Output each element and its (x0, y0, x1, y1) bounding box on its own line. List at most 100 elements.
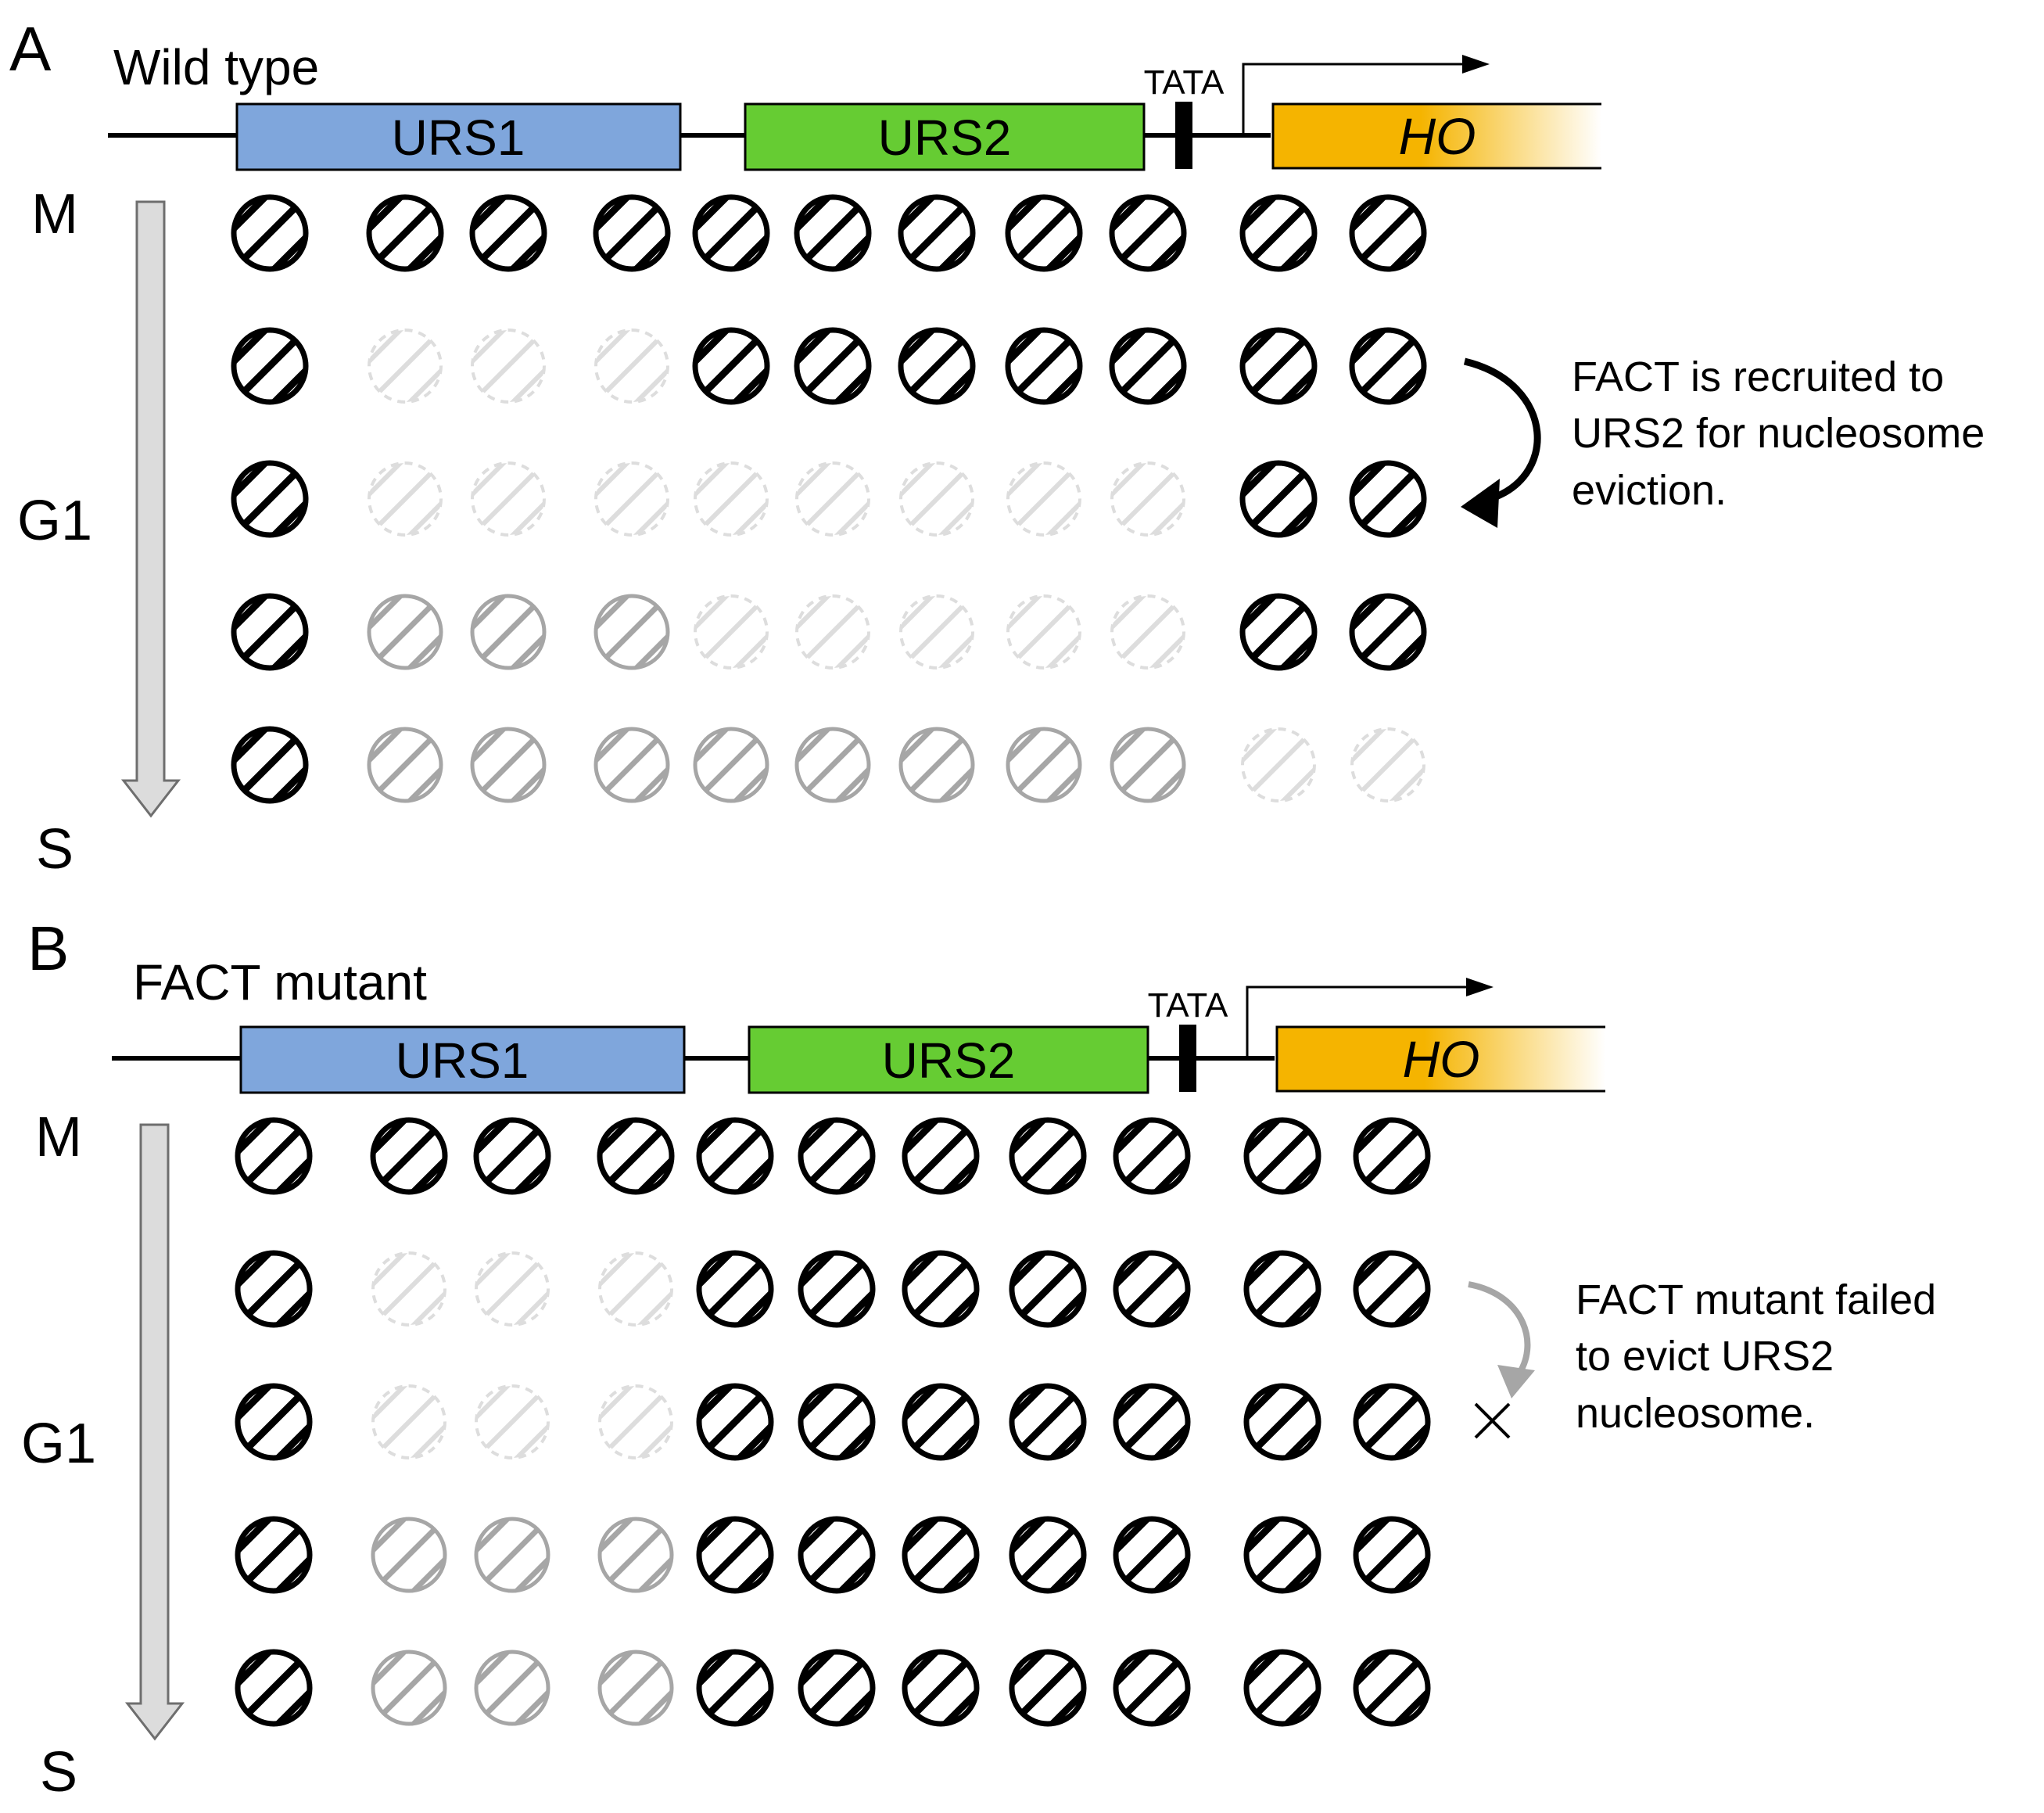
nucleosome-icon (798, 1383, 876, 1461)
nucleosome-icon (593, 727, 670, 803)
urs1-label: URS1 (396, 1032, 529, 1089)
nucleosome-icon (1353, 1117, 1431, 1195)
nucleosome-icon (1113, 1117, 1191, 1195)
nucleosome-icon (1350, 727, 1425, 802)
panel-title: FACT mutant (133, 954, 427, 1011)
nucleosome-icon (1009, 1117, 1087, 1195)
nucleosome-icon (235, 1117, 313, 1195)
nucleosome-icon (473, 1117, 551, 1195)
nucleosome-icon (694, 461, 769, 537)
nucleosome-icon (1006, 727, 1082, 803)
nucleosome-icon (692, 327, 770, 405)
nucleosome-icon (899, 461, 974, 537)
nucleosome-icon (1243, 1383, 1321, 1461)
nucleosome-icon (594, 328, 669, 404)
nucleosome-icon (794, 727, 871, 803)
panel-a: A Wild type URS1 URS2 TATA HO M G1 S (9, 14, 1985, 881)
nucleosome-icon (471, 328, 546, 404)
phase-label-m: M (31, 183, 78, 246)
nucleosome-icon (231, 194, 309, 272)
nucleosome-icon (798, 1250, 876, 1328)
nucleosome-icon (1241, 727, 1316, 802)
nucleosome-icon (1353, 1516, 1431, 1594)
urs2-label: URS2 (882, 1032, 1016, 1089)
nucleosome-icon (902, 1250, 980, 1328)
nucleosome-icon (1113, 1516, 1191, 1594)
nucleosome-icon (371, 1650, 447, 1726)
nucleosome-icon (231, 593, 309, 671)
urs1-label: URS1 (392, 109, 525, 166)
nucleosome-icon (598, 1384, 673, 1459)
nucleosome-icon (1113, 1649, 1191, 1727)
nucleosome-icon (1353, 1250, 1431, 1328)
nucleosome-icon (1110, 594, 1185, 670)
nucleosome-grid (235, 1117, 1431, 1727)
nucleosome-icon (696, 1383, 774, 1461)
nucleosome-icon (1005, 327, 1083, 405)
nucleosome-icon (1353, 1383, 1431, 1461)
nucleosome-icon (235, 1516, 313, 1594)
nucleosome-icon (235, 1250, 313, 1328)
nucleosome-icon (795, 461, 870, 537)
nucleosome-icon (902, 1383, 980, 1461)
nucleosome-icon (368, 461, 443, 537)
down-arrow-icon (120, 200, 181, 818)
nucleosome-icon (475, 1384, 550, 1459)
nucleosome-icon (367, 727, 443, 803)
urs2-box (748, 1025, 1149, 1094)
nucleosome-icon (1239, 194, 1318, 272)
nucleosome-icon (598, 1251, 673, 1327)
annotation-text: FACT is recruited to URS2 for nucleosome… (1572, 354, 1985, 514)
tata-box (1175, 102, 1192, 169)
nucleosome-icon (594, 461, 669, 537)
nucleosome-icon (1005, 194, 1083, 272)
urs2-label: URS2 (878, 109, 1012, 166)
urs1-box (235, 102, 682, 171)
nucleosome-grid (231, 194, 1427, 804)
nucleosome-icon (1006, 594, 1081, 670)
phase-label-g1: G1 (21, 1413, 96, 1475)
nucleosome-icon (1113, 1383, 1191, 1461)
nucleosome-icon (1243, 1516, 1321, 1594)
nucleosome-icon (1239, 327, 1318, 405)
nucleosome-icon (593, 594, 670, 670)
nucleosome-icon (1009, 1383, 1087, 1461)
nucleosome-icon (231, 726, 309, 804)
nucleosome-icon (231, 327, 309, 405)
gene-locus: URS1 URS2 TATA HO (108, 55, 1601, 171)
nucleosome-icon (235, 1383, 313, 1461)
eviction-arrow-icon (1461, 357, 1541, 528)
nucleosome-icon (798, 1516, 876, 1594)
panel-letter: B (27, 914, 69, 983)
nucleosome-icon (1109, 194, 1187, 272)
nucleosome-icon (470, 594, 547, 670)
nucleosome-icon (898, 194, 976, 272)
nucleosome-icon (696, 1117, 774, 1195)
nucleosome-icon (1349, 460, 1427, 538)
nucleosome-icon (902, 1649, 980, 1727)
nucleosome-icon (475, 1251, 550, 1327)
down-arrow-icon (124, 1123, 185, 1741)
nucleosome-icon (368, 328, 443, 404)
nucleosome-icon (694, 594, 769, 670)
nucleosome-icon (1243, 1250, 1321, 1328)
failed-eviction-arrow-icon (1468, 1281, 1535, 1398)
nucleosome-icon (1349, 194, 1427, 272)
nucleosome-icon (474, 1517, 550, 1593)
ho-gene-box (1273, 104, 1601, 168)
nucleosome-icon (367, 594, 443, 670)
nucleosome-icon (898, 327, 976, 405)
ho-gene-outline (1275, 1025, 1605, 1093)
nucleosome-icon (794, 194, 872, 272)
nucleosome-icon (371, 1251, 446, 1327)
nucleosome-icon (366, 194, 444, 272)
annotation-text: FACT mutant failed to evict URS2 nucleos… (1576, 1276, 1936, 1437)
nucleosome-icon (798, 1649, 876, 1727)
nucleosome-icon (1110, 461, 1185, 537)
nucleosome-icon (898, 727, 975, 803)
time-axis: M G1 S (17, 183, 181, 881)
annotation-line-1: FACT mutant failed (1576, 1276, 1936, 1323)
nucleosome-icon (696, 1649, 774, 1727)
nucleosome-icon (696, 1516, 774, 1594)
